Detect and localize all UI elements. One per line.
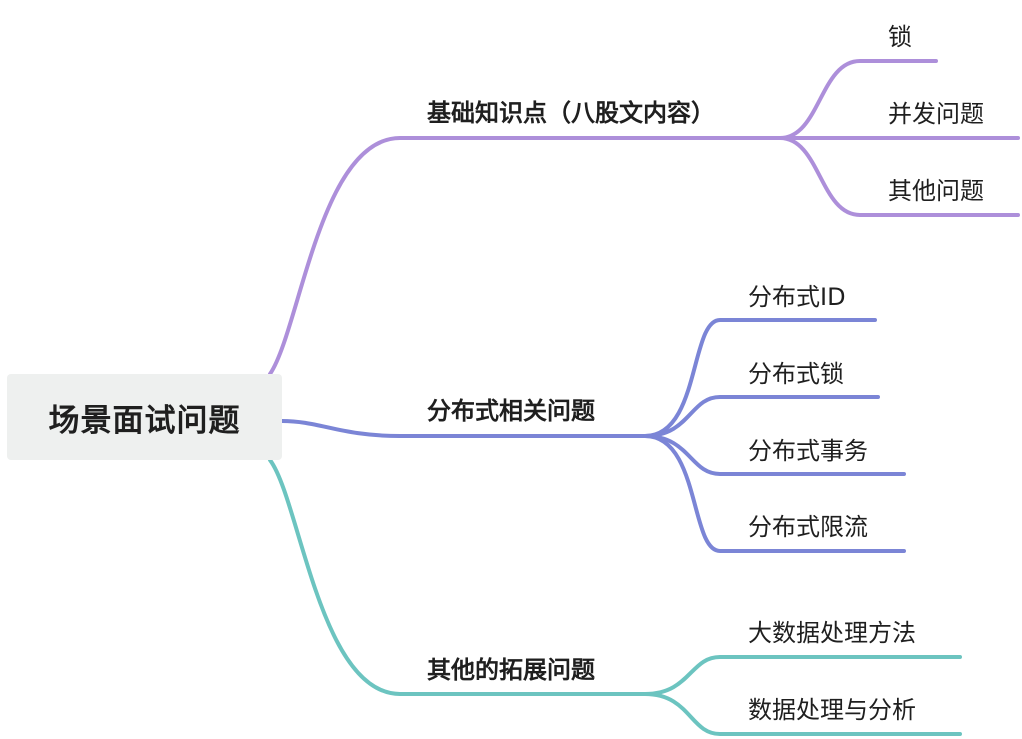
leaf-node-concurrency[interactable]: 并发问题 [888, 100, 984, 128]
leaf-node-big-data[interactable]: 大数据处理方法 [748, 619, 916, 647]
leaf-node-data-analysis[interactable]: 数据处理与分析 [748, 696, 916, 724]
connector-root-branch-0 [268, 136, 792, 376]
leaf-node-other-issues[interactable]: 其他问题 [888, 177, 984, 205]
branch-node-basics[interactable]: 基础知识点（八股文内容） [427, 99, 715, 127]
root-node[interactable]: 场景面试问题 [7, 374, 282, 460]
root-node-label: 场景面试问题 [48, 402, 241, 439]
connector-root-branch-2 [268, 458, 657, 696]
connector-branch-1-leaf-0 [643, 318, 877, 438]
connector-root-branch-1 [280, 419, 657, 438]
leaf-node-distributed-rate-limit[interactable]: 分布式限流 [748, 513, 868, 541]
leaf-node-distributed-lock[interactable]: 分布式锁 [748, 360, 844, 388]
connector-branch-1-leaf-1 [643, 395, 880, 438]
branch-node-extended[interactable]: 其他的拓展问题 [427, 656, 595, 684]
connector-branch-1-leaf-3 [643, 434, 906, 553]
leaf-node-lock[interactable]: 锁 [888, 23, 912, 51]
connector-branch-2-leaf-0 [643, 655, 962, 696]
branch-node-distributed[interactable]: 分布式相关问题 [427, 397, 595, 425]
leaf-node-distributed-id[interactable]: 分布式ID [748, 283, 846, 311]
connector-branch-0-leaf-0 [778, 59, 938, 140]
connector-branch-0-leaf-2 [778, 136, 1020, 217]
leaf-node-distributed-transaction[interactable]: 分布式事务 [748, 437, 868, 465]
connector-branch-2-leaf-1 [643, 692, 962, 736]
